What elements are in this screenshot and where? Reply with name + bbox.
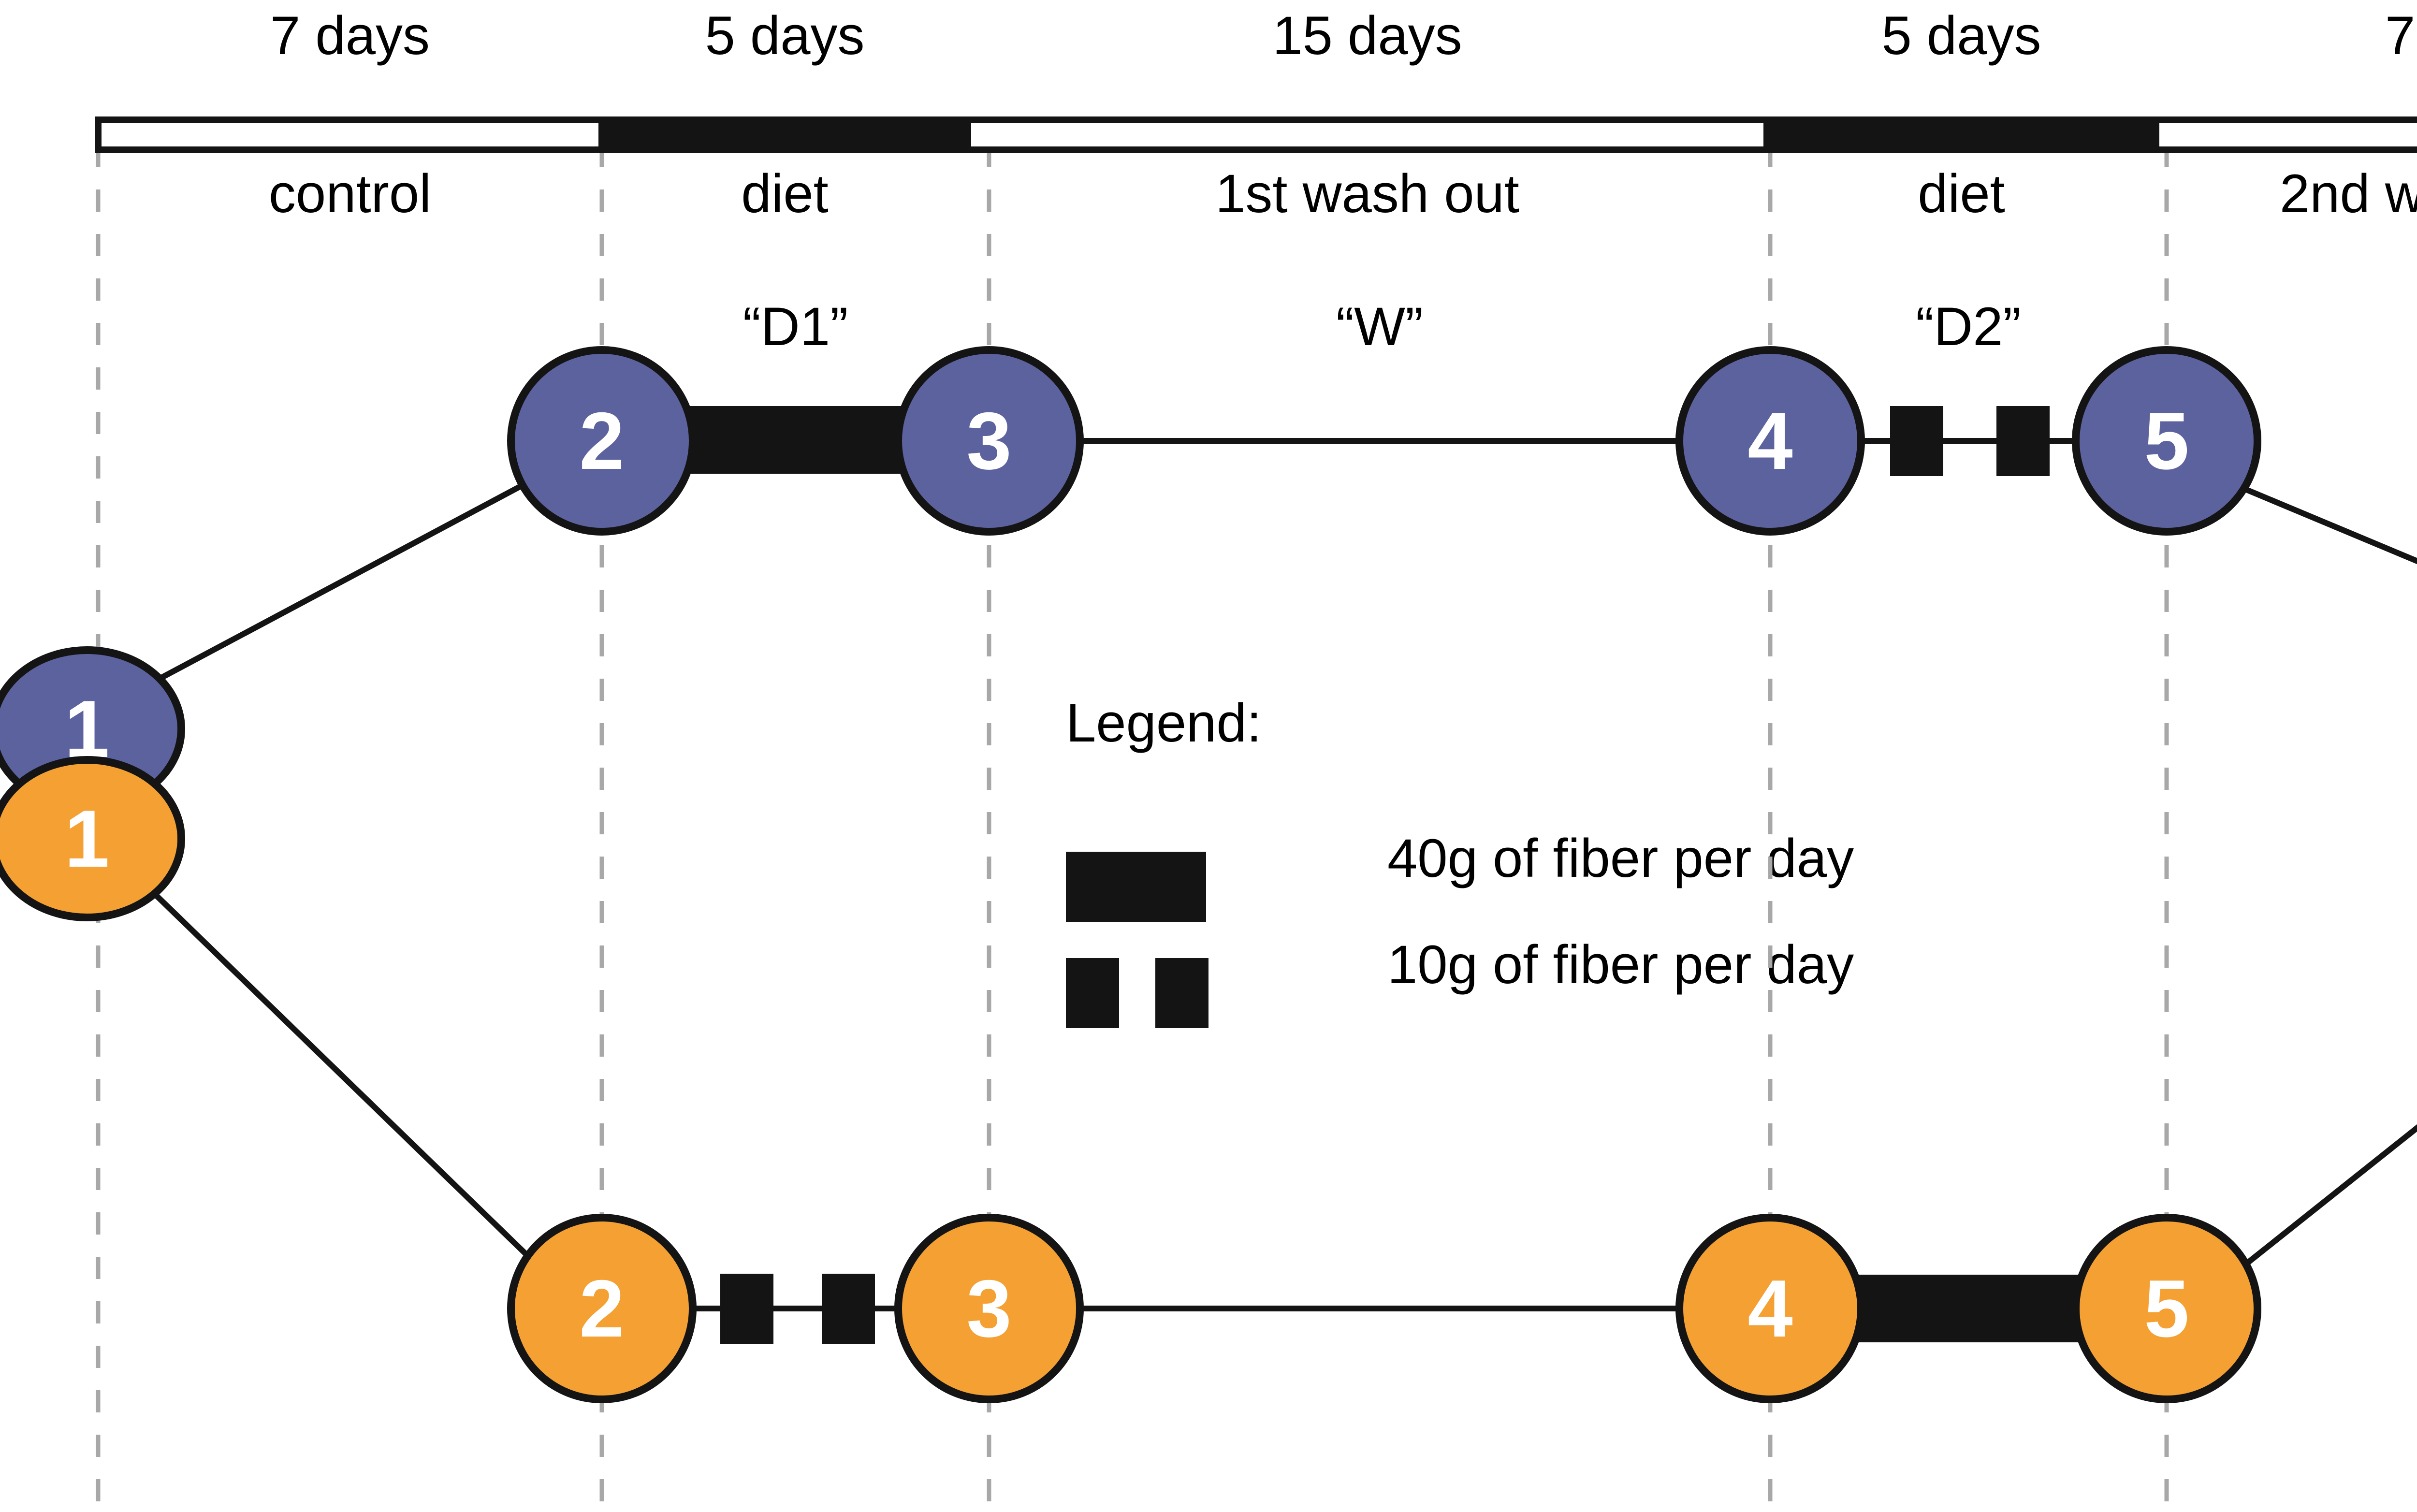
node-orange-2-label: 2 bbox=[579, 1263, 624, 1354]
period-label-washout-1: 1st wash out bbox=[1215, 163, 1519, 224]
duration-label-4: 5 days bbox=[1881, 5, 2041, 66]
timeline-segment-washout-2 bbox=[2153, 116, 2417, 153]
edge-blue-5-6 bbox=[2242, 485, 2417, 565]
edge-orange-1-2 bbox=[143, 882, 551, 1279]
legend-item-10g-label: 10g of fiber per day bbox=[1387, 934, 1854, 995]
node-blue-3[interactable]: 3 bbox=[894, 346, 1084, 536]
node-blue-4[interactable]: 4 bbox=[1675, 346, 1865, 536]
arm-orange-edges bbox=[143, 882, 2417, 1344]
period-label-diet-1: diet bbox=[741, 163, 829, 224]
duration-label-5: 7 days bbox=[2385, 5, 2417, 66]
node-orange-4[interactable]: 4 bbox=[1675, 1214, 1865, 1403]
edge-orange-5-6 bbox=[2241, 1124, 2417, 1269]
timeline-segment-diet-1 bbox=[598, 116, 971, 153]
timeline-bar bbox=[95, 116, 2417, 153]
period-label-control: control bbox=[268, 163, 432, 224]
node-orange-3-label: 3 bbox=[966, 1263, 1011, 1354]
node-orange-5-label: 5 bbox=[2144, 1263, 2189, 1354]
arm-blue-edges bbox=[144, 406, 2417, 689]
node-orange-3[interactable]: 3 bbox=[894, 1214, 1084, 1403]
legend-item-40g-label: 40g of fiber per day bbox=[1387, 828, 1854, 888]
period-label-washout-2: 2nd wash out bbox=[2279, 163, 2417, 224]
node-orange-2[interactable]: 2 bbox=[507, 1214, 697, 1403]
duration-label-2: 5 days bbox=[705, 5, 865, 66]
node-blue-3-label: 3 bbox=[966, 395, 1011, 486]
node-blue-4-label: 4 bbox=[1747, 395, 1792, 486]
edge-blue-2-3-thick bbox=[667, 406, 928, 474]
duration-label-1: 7 days bbox=[270, 5, 430, 66]
edge-label-w: “W” bbox=[1336, 296, 1424, 357]
node-blue-5[interactable]: 5 bbox=[2072, 346, 2261, 536]
timeline-segment-diet-2 bbox=[1763, 116, 2159, 153]
legend-swatches bbox=[1066, 852, 1208, 1028]
edge-blue-4-5-dash-1 bbox=[1890, 406, 1943, 476]
node-orange-5[interactable]: 5 bbox=[2072, 1214, 2261, 1403]
node-blue-2-label: 2 bbox=[579, 395, 624, 486]
timeline-segment-control bbox=[95, 116, 605, 153]
edge-blue-1-2 bbox=[144, 468, 550, 689]
legend-swatch-40g bbox=[1066, 852, 1206, 922]
arm-blue-nodes: 1 2 3 4 5 6 bbox=[0, 346, 2261, 812]
node-blue-2[interactable]: 2 bbox=[507, 346, 697, 536]
edge-orange-2-3-dash-2 bbox=[822, 1274, 875, 1344]
node-orange-1[interactable]: 1 bbox=[0, 756, 185, 921]
edge-orange-4-5-thick bbox=[1847, 1275, 2093, 1342]
node-blue-5-label: 5 bbox=[2144, 395, 2189, 486]
legend-swatch-10g-dash-2 bbox=[1155, 958, 1208, 1028]
timeline-segment-washout-1 bbox=[964, 116, 1770, 153]
edge-label-d2: “D2” bbox=[1916, 296, 2021, 357]
legend-swatch-10g-dash-1 bbox=[1066, 958, 1119, 1028]
period-label-diet-2: diet bbox=[1918, 163, 2005, 224]
duration-label-3: 15 days bbox=[1272, 5, 1462, 66]
edge-label-d1: “D1” bbox=[743, 296, 848, 357]
node-orange-1-label: 1 bbox=[64, 793, 109, 884]
legend-title: Legend: bbox=[1066, 693, 1262, 753]
node-orange-4-label: 4 bbox=[1747, 1263, 1792, 1354]
edge-orange-2-3-dash-1 bbox=[720, 1274, 773, 1344]
edge-blue-4-5-dash-2 bbox=[1996, 406, 2050, 476]
arm-orange-nodes: 1 2 3 4 5 6 bbox=[0, 756, 2261, 1403]
